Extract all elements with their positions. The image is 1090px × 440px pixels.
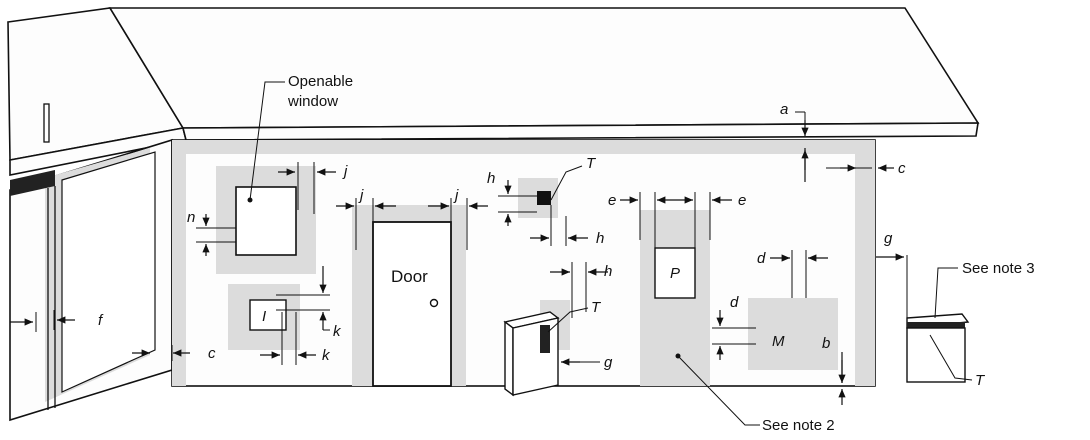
openable-window: Openable window bbox=[235, 73, 353, 256]
openable-window-label-line2: window bbox=[287, 93, 338, 110]
dim-j-door-right-label: j bbox=[453, 187, 459, 204]
terminal-heater-icon bbox=[540, 325, 550, 353]
appliance-i: I bbox=[249, 299, 287, 331]
dim-e-right-label: e bbox=[738, 192, 746, 209]
appliance-m-label: M bbox=[772, 333, 785, 350]
cabinet-t-label: T bbox=[975, 372, 986, 389]
dim-h-right-label: h bbox=[596, 230, 604, 247]
dim-j-door-left-label: j bbox=[358, 187, 364, 204]
dimension-j-door-left: j bbox=[336, 187, 396, 250]
dim-d-side-label: d bbox=[730, 294, 739, 311]
cabinet-note3: See note 3 T bbox=[906, 260, 1035, 389]
dimension-j-door-right: j bbox=[428, 187, 488, 250]
dimension-h-heater: h T bbox=[547, 262, 612, 333]
dim-c-left-label: c bbox=[208, 345, 216, 362]
dim-a-label: a bbox=[780, 101, 788, 118]
dim-k-right-label: k bbox=[333, 323, 342, 340]
dim-g-heater-label: g bbox=[604, 354, 613, 371]
dimension-f: f bbox=[10, 310, 104, 332]
dimension-c-left: c bbox=[132, 345, 216, 362]
dimension-e: e e bbox=[608, 192, 746, 248]
dim-e-left-label: e bbox=[608, 192, 616, 209]
appliance-p-label: P bbox=[670, 265, 680, 282]
openable-window-label-line1: Openable bbox=[288, 73, 353, 90]
dim-b-label: b bbox=[822, 335, 830, 352]
left-wall bbox=[9, 138, 173, 422]
dimension-b: b bbox=[822, 335, 852, 405]
dim-d-top-label: d bbox=[757, 250, 766, 267]
door-label: Door bbox=[391, 267, 428, 286]
dimension-g-heater: g bbox=[557, 354, 613, 376]
dimension-j-window: j bbox=[278, 162, 348, 214]
dimension-d-top: d bbox=[757, 250, 828, 298]
gutter-icon bbox=[10, 170, 55, 196]
dim-h-heater-label: h bbox=[604, 263, 612, 280]
note3-label: See note 3 bbox=[962, 260, 1035, 277]
dimension-n: n bbox=[187, 209, 236, 256]
dim-c-right-label: c bbox=[898, 160, 906, 177]
appliance-p: P See note 2 bbox=[654, 247, 835, 434]
chimney-vent-icon bbox=[43, 103, 50, 143]
dimension-k: k k bbox=[260, 266, 342, 365]
terminal-heater-label: T bbox=[591, 299, 602, 316]
note2-label: See note 2 bbox=[762, 417, 835, 434]
door-knob-icon bbox=[429, 298, 439, 308]
dimension-g-right: g bbox=[876, 230, 908, 320]
dimension-h-terminal: h h T bbox=[487, 155, 604, 247]
dim-k-bottom-label: k bbox=[322, 347, 331, 364]
appliance-i-label: I bbox=[262, 308, 266, 325]
terminal-top-label: T bbox=[586, 155, 597, 172]
wall-heater bbox=[503, 311, 560, 397]
dimension-d-side: d bbox=[712, 294, 756, 360]
terminal-top-icon bbox=[537, 191, 551, 205]
dimension-c-right: c bbox=[826, 160, 906, 177]
roof-main bbox=[108, 7, 980, 141]
dim-n-label: n bbox=[187, 209, 195, 226]
dim-h-top-label: h bbox=[487, 170, 495, 187]
door: Door bbox=[372, 221, 452, 387]
dim-g-right-label: g bbox=[884, 230, 893, 247]
roof-left bbox=[7, 7, 187, 176]
dim-j-window-label: j bbox=[342, 163, 348, 180]
dimension-a: a bbox=[780, 101, 809, 182]
dim-f-label: f bbox=[98, 312, 104, 329]
